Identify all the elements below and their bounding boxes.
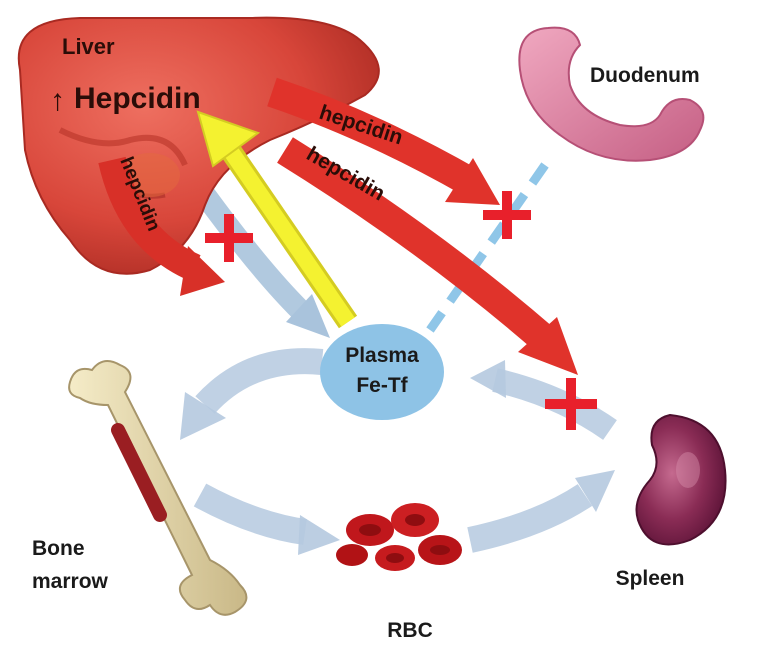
duodenum-label: Duodenum — [590, 64, 700, 87]
hepcidin-arrow-to-spleen — [285, 150, 545, 340]
bone-marrow-label-line1: Bone — [32, 537, 85, 560]
plasma-label-line2: Fe-Tf — [356, 374, 408, 397]
rbc-cluster — [336, 503, 462, 571]
rbc-label: RBC — [387, 619, 433, 642]
liver-label: Liver — [62, 34, 115, 59]
spleen-label: Spleen — [616, 567, 685, 590]
hepcidin-main-label: Hepcidin — [74, 82, 201, 115]
bone-marrow-label-line2: marrow — [32, 570, 109, 593]
flow-arrowhead-rbc — [298, 515, 340, 555]
flow-arrowhead-plasma-right — [470, 360, 506, 398]
flow-arrow-plasma-to-bone — [205, 361, 322, 405]
hepcidin-up-arrow: ↑ — [50, 84, 65, 117]
flow-arrow-rbc-to-spleen — [470, 495, 585, 540]
flow-arrow-bone-to-rbc — [200, 495, 305, 532]
plasma-label-line1: Plasma — [345, 344, 419, 367]
spleen-organ — [637, 415, 726, 545]
duodenum-organ — [519, 28, 703, 161]
plasma-ellipse — [320, 324, 444, 420]
